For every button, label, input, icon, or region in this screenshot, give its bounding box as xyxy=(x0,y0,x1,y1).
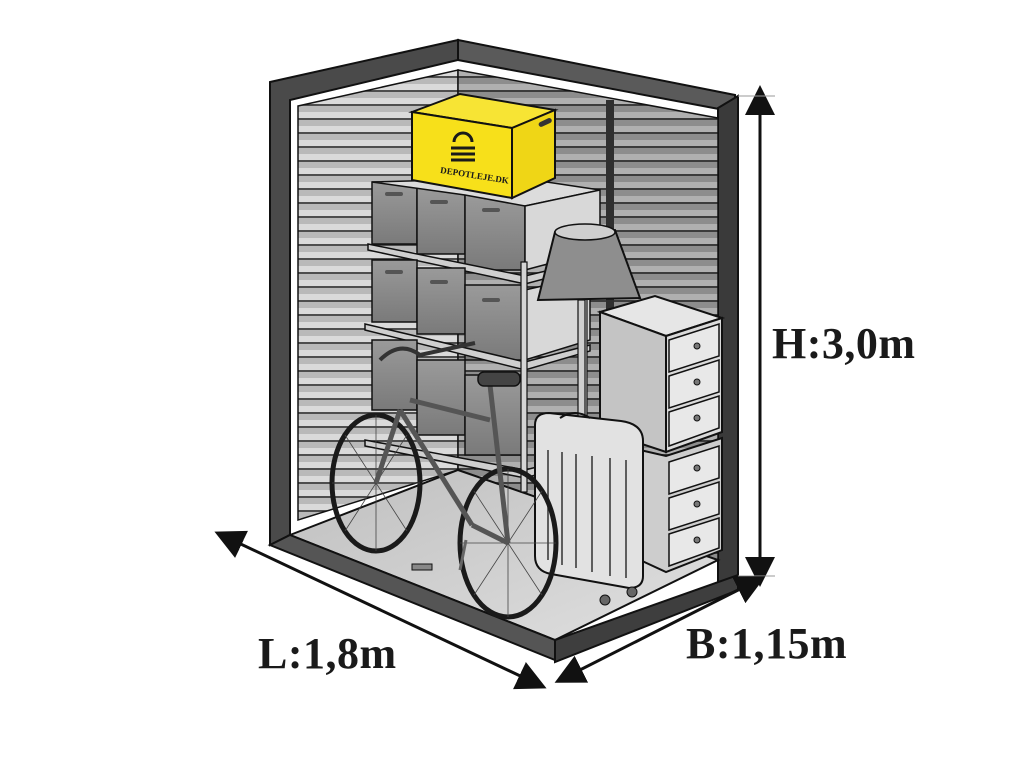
floor-lamp xyxy=(536,223,642,451)
yellow-moving-box: DEPOTLEJE.DK xyxy=(408,92,559,200)
length-label: L:1,8m xyxy=(258,629,397,678)
width-arrow xyxy=(554,576,766,683)
chest-of-drawers xyxy=(596,294,726,574)
padlock-logo-icon xyxy=(451,131,475,162)
height-label: H:3,0m xyxy=(772,319,916,368)
shelving-with-boxes xyxy=(364,177,601,493)
width-label: B:1,15m xyxy=(686,619,848,668)
length-arrow xyxy=(214,530,547,690)
dimension-arrows xyxy=(214,85,775,690)
